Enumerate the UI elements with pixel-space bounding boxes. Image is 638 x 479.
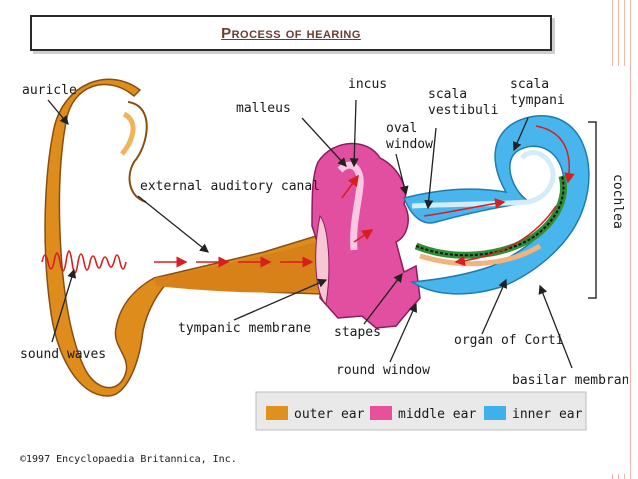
label-basilar-membrane: basilar membrane	[512, 373, 628, 388]
legend: outer ear middle ear inner ear	[255, 391, 587, 431]
label-oval-window-2: window	[386, 137, 433, 152]
label-stapes: stapes	[334, 325, 381, 340]
label-cochlea: cochlea	[610, 174, 625, 229]
label-scala-tympani-1: scala	[510, 77, 549, 92]
middle-ear-shape	[311, 142, 421, 329]
inner-ear-shape	[402, 115, 590, 295]
copyright-text: ©1997 Encyclopaedia Britannica, Inc.	[20, 454, 237, 465]
legend-swatch-middle-ear	[370, 406, 392, 420]
hearing-diagram: auricle incus malleus scala vestibuli sc…	[16, 66, 628, 474]
label-malleus: malleus	[236, 101, 291, 116]
label-organ-of-corti: organ of Corti	[454, 333, 564, 348]
title-box: Process of hearing	[30, 15, 552, 51]
legend-label-middle-ear: middle ear	[398, 407, 476, 422]
sound-flow-arrows	[154, 174, 374, 268]
cochlea-bracket	[588, 121, 597, 299]
label-oval-window-1: oval	[386, 121, 417, 136]
ear-anatomy-svg: auricle incus malleus scala vestibuli sc…	[20, 77, 628, 465]
label-scala-vestibuli-2: vestibuli	[428, 103, 498, 118]
decor-stripe	[630, 0, 632, 479]
leader-lines	[47, 99, 573, 369]
label-sound-waves: sound waves	[20, 347, 106, 362]
label-round-window: round window	[336, 363, 430, 378]
slide-title: Process of hearing	[221, 25, 361, 42]
sound-wave-path	[41, 250, 127, 274]
label-scala-tympani-2: tympani	[510, 93, 565, 108]
legend-swatch-inner-ear	[484, 406, 506, 420]
legend-label-inner-ear: inner ear	[512, 407, 583, 422]
label-external-auditory-canal: external auditory canal	[140, 179, 320, 194]
label-scala-vestibuli-1: scala	[428, 87, 467, 102]
legend-label-outer-ear: outer ear	[294, 407, 365, 422]
label-incus: incus	[348, 77, 387, 92]
legend-swatch-outer-ear	[266, 406, 288, 420]
outer-ear-shape	[44, 78, 327, 397]
label-tympanic-membrane: tympanic membrane	[178, 321, 311, 336]
label-auricle: auricle	[22, 83, 77, 98]
